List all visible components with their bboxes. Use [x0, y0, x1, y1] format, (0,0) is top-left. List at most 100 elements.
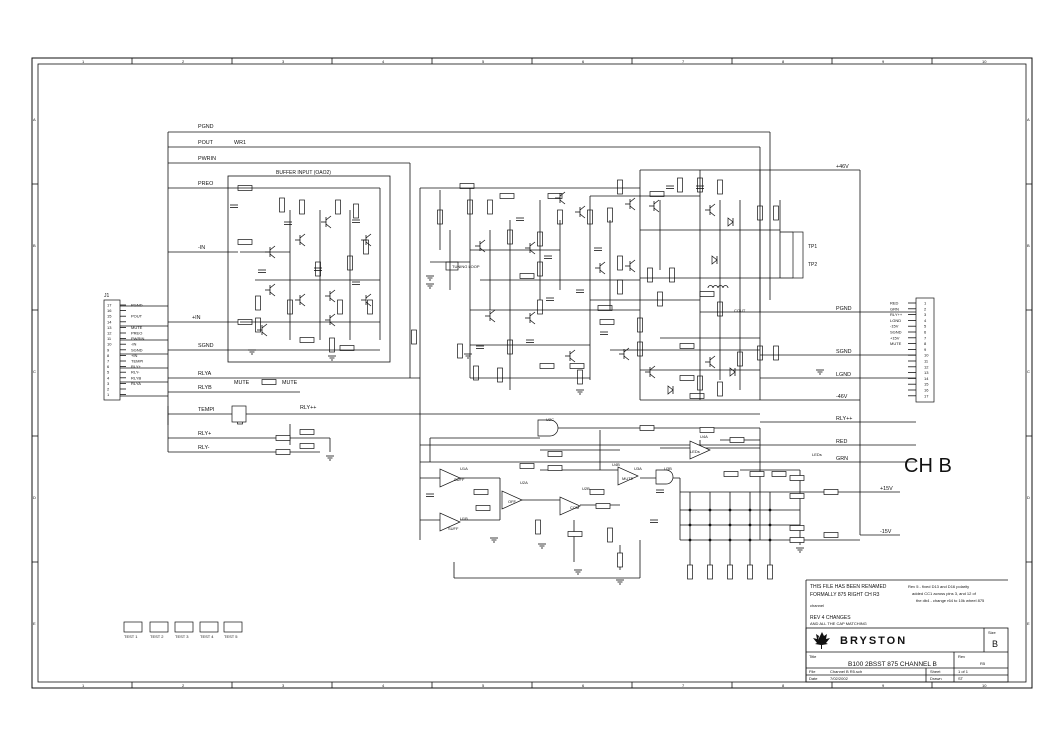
transistor-emitter: [599, 269, 606, 275]
resistor: [773, 345, 779, 361]
junction-dot: [768, 508, 772, 512]
resistor: [617, 255, 623, 271]
amplifier-wiring: [419, 170, 781, 460]
resistor: [473, 489, 489, 495]
transistor-collector: [261, 323, 268, 329]
ic-label-9: U4B: [612, 462, 620, 467]
j1-pin-number: 4: [107, 375, 110, 380]
ic-label-7: U3B: [664, 466, 672, 471]
j1-pin-number: 10: [107, 342, 112, 347]
diode: [667, 385, 674, 395]
column-label: 7: [682, 59, 685, 64]
transistor-collector: [559, 191, 566, 197]
right-pin-net: +15V: [890, 335, 900, 340]
transistor-emitter: [261, 331, 268, 337]
net-sgnd: SGND: [198, 343, 214, 349]
column-label: 8: [782, 683, 785, 688]
transistor-collector: [709, 355, 716, 361]
transistor-emitter: [365, 301, 372, 307]
junction-dot: [708, 508, 712, 512]
transistor-emitter: [529, 319, 536, 325]
transistor-emitter: [269, 253, 276, 259]
resistor: [353, 203, 359, 219]
column-label: 9: [882, 683, 885, 688]
transistor-emitter: [569, 357, 576, 363]
resistor: [299, 429, 315, 435]
resistor: [335, 199, 341, 215]
j1-pin-number: 8: [107, 353, 110, 358]
sheet-title: B100 2BSST 875 CHANNEL B: [848, 661, 937, 668]
resistor: [539, 363, 555, 369]
note-rev5-2: added CC1 across pins 3, and 12 of: [912, 591, 977, 596]
transistor-collector: [269, 283, 276, 289]
resistor: [299, 443, 315, 449]
logic-gate: [537, 419, 559, 437]
row-label: B: [33, 243, 36, 248]
opamp-triangle: [439, 512, 461, 532]
fiducial-label-5: TEST 5: [224, 634, 238, 639]
net-pwrin: PWRIN: [198, 156, 216, 162]
size-value: B: [992, 639, 998, 649]
j1-pin-net: -IN: [131, 342, 136, 347]
row-label: C: [33, 369, 36, 374]
resistor: [649, 191, 665, 197]
row-label: E: [1027, 621, 1030, 626]
net-mute-a: MUTE: [234, 380, 250, 386]
resistor: [567, 531, 583, 537]
j1-pin-net: +IN: [131, 353, 137, 358]
net-lgnd: LGND: [836, 372, 851, 378]
transistor-emitter: [649, 373, 656, 379]
thermal-switch: [231, 405, 247, 423]
resistor: [723, 471, 739, 477]
opamp-triangle: [439, 468, 461, 488]
net-minus15v: -15V: [880, 529, 892, 535]
resistor: [337, 299, 343, 315]
j1-pin-number: 7: [107, 359, 110, 364]
resistor: [669, 267, 675, 283]
resistor: [487, 199, 493, 215]
junction-dot: [688, 508, 692, 512]
j1-pin-number: 12: [107, 331, 112, 336]
resistor: [473, 365, 479, 381]
right-pin-number: 8: [924, 341, 927, 346]
resistor: [687, 564, 693, 580]
right-pin-net: GRN: [890, 306, 899, 311]
logic-gate: [655, 469, 674, 485]
net-wr1: WR1: [234, 140, 246, 146]
transistor-emitter: [329, 297, 336, 303]
column-label: 9: [882, 59, 885, 64]
maple-leaf-icon: [813, 632, 830, 649]
tp1-label: TP1: [808, 244, 817, 250]
resistor: [261, 379, 277, 385]
resistor: [727, 564, 733, 580]
resistor: [535, 519, 541, 535]
j1-pin-net: PWRIN: [131, 336, 144, 341]
j1-pin-number: 14: [107, 319, 112, 324]
note-rev4-1: REV 4 CHANGES: [810, 615, 851, 621]
net-pgnd-right: PGND: [836, 306, 852, 312]
resistor: [607, 207, 613, 223]
j1-pin-net: MUTE: [131, 325, 143, 330]
transistor-emitter: [269, 291, 276, 297]
date-value: 7/02/2002: [830, 676, 849, 681]
transistor-emitter: [329, 321, 336, 327]
fiducial-label-4: TEST 4: [200, 634, 214, 639]
transistor-collector: [529, 311, 536, 317]
junction-dot: [768, 523, 772, 527]
resistor: [475, 505, 491, 511]
column-label: 5: [482, 683, 485, 688]
resistor: [597, 305, 613, 311]
left-net-labels: PGND POUT WR1 PWRIN PREO -IN +IN SGND RL…: [192, 124, 316, 451]
signal-bus: [120, 131, 916, 453]
transistor-emitter: [709, 363, 716, 369]
resistor: [519, 463, 535, 469]
resistor: [519, 273, 535, 279]
tuning-loop-label: TUNING LOOP: [452, 264, 480, 269]
right-pin-number: 7: [924, 335, 927, 340]
row-label: B: [1027, 243, 1030, 248]
column-label: 4: [382, 59, 385, 64]
resistor: [771, 471, 787, 477]
fiducial-5: TEST 5: [223, 621, 243, 639]
buffer-title: BUFFER INPUT (OAO2): [276, 170, 331, 176]
